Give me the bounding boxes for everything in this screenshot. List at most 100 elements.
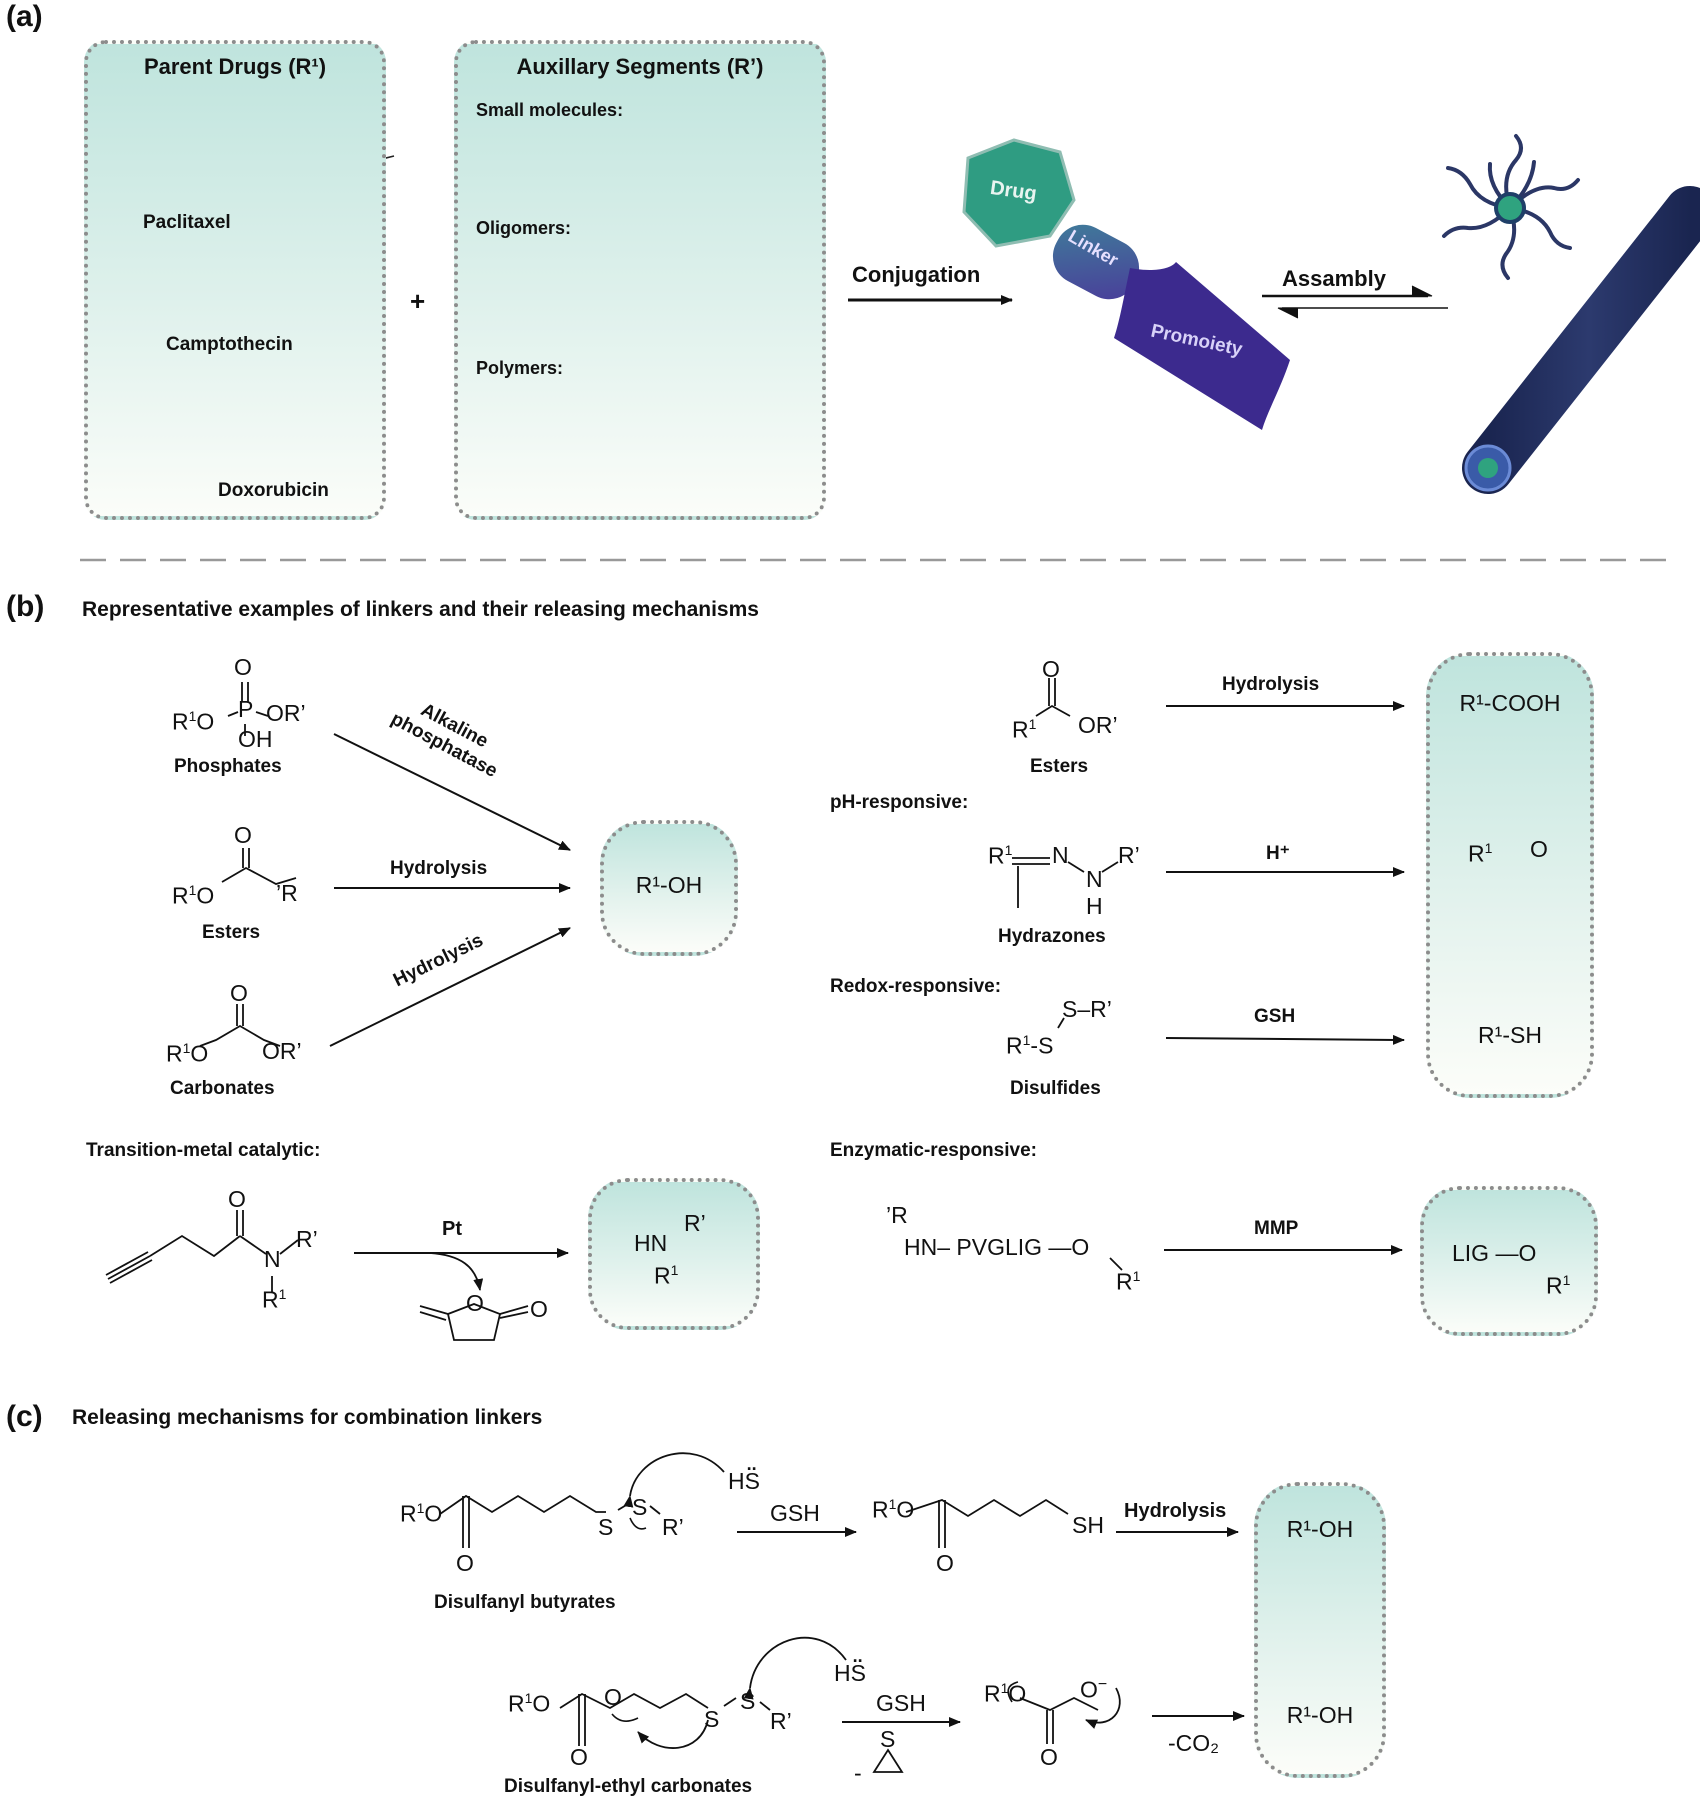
disulfide-r1-s: R1-S <box>1006 1032 1054 1059</box>
thiirane-s: S <box>880 1726 896 1752</box>
ethyl-cyclize-arrow <box>637 1719 709 1749</box>
drug-label-doxorubicin: Doxorubicin <box>218 480 329 501</box>
transition-metal-label: Transition-metal catalytic: <box>86 1140 321 1161</box>
carbonate-or: OR’ <box>262 1038 302 1064</box>
lig-product-box <box>1420 1186 1598 1336</box>
ethyl-r1o: R1O <box>508 1690 551 1717</box>
ethyl-electron-arrow <box>611 1713 639 1722</box>
ethyl-r-prime: R’ <box>770 1708 792 1734</box>
micelle <box>1442 134 1580 280</box>
amide-o: O <box>228 1186 246 1212</box>
lactone-ring-o: O <box>466 1290 484 1316</box>
pvglig-r1: R1 <box>1116 1268 1141 1295</box>
butyrate-electron-arrow <box>629 1517 647 1530</box>
pt-side-arrow <box>429 1252 484 1291</box>
ester-r1-right: R1 <box>1012 716 1037 743</box>
butyrate-s2: S <box>632 1494 648 1520</box>
hydrolysis-label-c: Hydrolysis <box>1124 1500 1227 1522</box>
butyrate-o: O <box>456 1550 474 1576</box>
butyrate-s1: S <box>598 1514 614 1540</box>
gsh-thiol-c2: HS.. <box>834 1646 866 1686</box>
auxiliary-title: Auxillary Segments (R’) <box>516 54 764 79</box>
carbamate-o: O <box>1040 1744 1058 1770</box>
amine-product-r-prime: R’ <box>684 1210 706 1236</box>
promoiety-shape <box>1114 262 1290 430</box>
small-molecules-label: Small molecules: <box>476 100 624 120</box>
nanorod-core <box>1478 458 1498 478</box>
gsh-label-c2: GSH <box>876 1690 926 1716</box>
amine-product-hn: HN <box>634 1230 668 1256</box>
ester-o-top-left: O <box>234 822 252 848</box>
carbamate-o-minus: O− <box>1080 1676 1108 1703</box>
pvglig-chain: HN– PVGLIG —O <box>904 1234 1090 1260</box>
lig-product: LIG —O <box>1452 1240 1537 1266</box>
amide-r1: R1 <box>262 1286 287 1313</box>
parent-drugs-title: Parent Drugs (R¹) <box>143 54 327 79</box>
r1-oh-product-box <box>600 820 738 956</box>
gsh-label-b: GSH <box>1254 1006 1296 1027</box>
thiirane <box>872 1748 904 1773</box>
assembly-label: Assambly <box>1282 266 1386 291</box>
right-products-box <box>1426 652 1594 1098</box>
r1-cooh-product: R¹-COOH <box>1459 690 1561 716</box>
hydrazones-label: Hydrazones <box>998 926 1106 947</box>
ester-o-top-right: O <box>1042 656 1060 682</box>
thiol-o: O <box>936 1550 954 1576</box>
phosphate-structure <box>227 682 269 736</box>
ethyl-s2: S <box>740 1688 756 1714</box>
butyrate-r1o: R1O <box>400 1500 443 1527</box>
panel-c-products-box <box>1254 1482 1386 1778</box>
drug-hexagon <box>962 138 1076 248</box>
butyrate-r-prime: R’ <box>662 1514 684 1540</box>
linker-shape <box>1052 224 1140 300</box>
esters-label-left: Esters <box>202 922 261 943</box>
esters-label-right: Esters <box>1030 756 1089 777</box>
phosphate-oh: OH <box>238 726 273 752</box>
ph-responsive-label: pH-responsive: <box>830 792 969 813</box>
carbamate-r1o: R1O <box>984 1680 1027 1707</box>
disulfanyl-ethyl-label: Disulfanyl-ethyl carbonates <box>504 1776 753 1797</box>
ketone-product-r1: R1 <box>1468 840 1493 867</box>
micelle-core <box>1494 192 1526 224</box>
r1-oh-product: R¹-OH <box>635 872 703 898</box>
enzymatic-responsive-label: Enzymatic-responsive: <box>830 1140 1037 1161</box>
phosphate-o-top: O <box>234 654 252 680</box>
ester-or-right: OR’ <box>1078 712 1118 738</box>
carbonate-hydrolysis-arrow <box>329 927 571 1047</box>
drug-label-camptothecin: Camptothecin <box>166 334 293 355</box>
hydrazone-n1: N <box>1052 842 1069 868</box>
carbonate-r1o: R1O <box>166 1040 209 1067</box>
r1-oh-product-c2: R¹-OH <box>1286 1702 1354 1728</box>
amide-n: N <box>264 1246 281 1272</box>
disulfanyl-ethyl-structure <box>559 1692 771 1746</box>
lactone-carbonyl-o: O <box>530 1296 548 1322</box>
phosphatase-arrow <box>333 733 571 851</box>
ester-structure-left <box>221 848 297 885</box>
amine-product-box <box>588 1178 760 1330</box>
butyrate-attack-arrow <box>623 1452 725 1508</box>
disulfides-label: Disulfides <box>1010 1078 1101 1099</box>
phosphate-p: P <box>238 696 254 722</box>
panel-c-letter: (c) <box>6 1400 43 1433</box>
hydrazone-structure <box>1012 857 1119 908</box>
h-plus-label: H⁺ <box>1266 843 1290 864</box>
gsh-thiol-c1: HS.. <box>728 1454 760 1494</box>
thiol-sh: SH <box>1072 1512 1104 1538</box>
r1-sh-product: R¹-SH <box>1478 1022 1542 1048</box>
nanorod <box>1462 186 1700 494</box>
thiirane-minus: - <box>854 1760 862 1786</box>
ester-hydrolysis-label-right: Hydrolysis <box>1222 674 1320 695</box>
panel-c-heading: Releasing mechanisms for combination lin… <box>72 1406 543 1429</box>
polymers-label: Polymers: <box>476 358 564 378</box>
gsh-arrow <box>1165 1034 1405 1045</box>
amide-r-prime: R’ <box>296 1226 318 1252</box>
thiol-intermediate <box>905 1498 1069 1548</box>
lig-product-r1: R1 <box>1546 1272 1571 1299</box>
panel-a-letter: (a) <box>6 0 43 33</box>
ethyl-attack-arrow <box>743 1636 847 1700</box>
amine-product-r1: R1 <box>654 1262 679 1289</box>
carbamate-anion <box>1019 1696 1099 1744</box>
panel-b-heading: Representative examples of linkers and t… <box>82 598 759 621</box>
r1-oh-product-c1: R¹-OH <box>1286 1516 1354 1542</box>
